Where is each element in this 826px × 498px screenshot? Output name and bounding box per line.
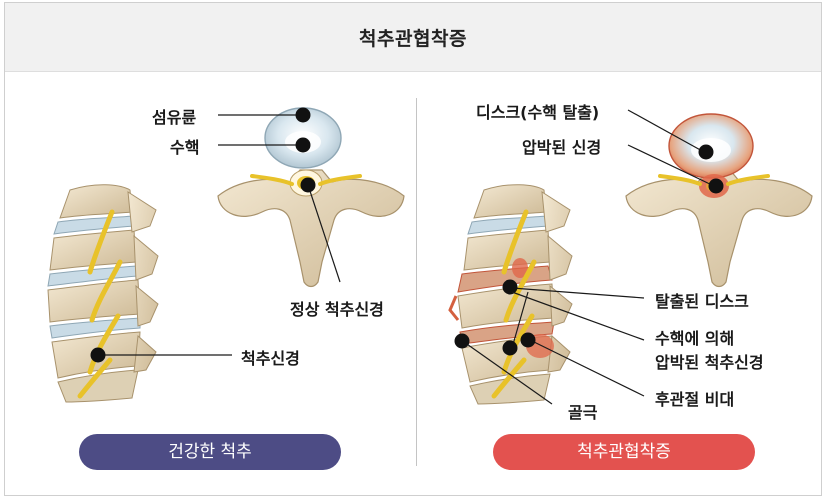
marker-osteophyte bbox=[455, 334, 470, 349]
label-nucleus-compressed-2: 압박된 척추신경 bbox=[655, 349, 764, 373]
marker-herniated-disc bbox=[503, 280, 518, 295]
label-nucleus: 수핵 bbox=[170, 134, 199, 158]
label-normal-nerve: 정상 척추신경 bbox=[290, 296, 384, 320]
label-compressed-nerve: 압박된 신경 bbox=[522, 134, 601, 158]
caption-healthy-spine: 건강한 척추 bbox=[79, 434, 341, 470]
marker-annulus bbox=[296, 108, 311, 123]
vertebra-top-view-normal bbox=[218, 108, 404, 287]
marker-disc-herniation bbox=[699, 145, 714, 160]
vertebra-1 bbox=[60, 185, 132, 218]
marker-nucleus-compressed bbox=[503, 341, 518, 356]
label-facet-hypertrophy: 후관절 비대 bbox=[655, 386, 734, 410]
marker-compressed-nerve bbox=[709, 179, 724, 194]
vertebra-top-view-stenosis bbox=[626, 114, 812, 287]
marker-spinal-nerve bbox=[91, 348, 106, 363]
label-herniated-disc: 탈출된 디스크 bbox=[655, 288, 749, 312]
label-annulus: 섬유륜 bbox=[152, 104, 196, 128]
spine-side-view-normal bbox=[48, 185, 158, 402]
label-spinal-nerve: 척추신경 bbox=[241, 345, 300, 369]
osteophyte-spur bbox=[450, 296, 458, 320]
label-disc-herniation: 디스크(수핵 탈출) bbox=[476, 99, 599, 123]
marker-normal-nerve bbox=[301, 178, 316, 193]
label-osteophyte: 골극 bbox=[568, 399, 597, 423]
marker-facet-hypertrophy bbox=[521, 333, 536, 348]
marker-nucleus bbox=[296, 138, 311, 153]
caption-spinal-stenosis: 척추관협착증 bbox=[493, 434, 755, 470]
label-nucleus-compressed-1: 수핵에 의해 bbox=[655, 325, 734, 349]
